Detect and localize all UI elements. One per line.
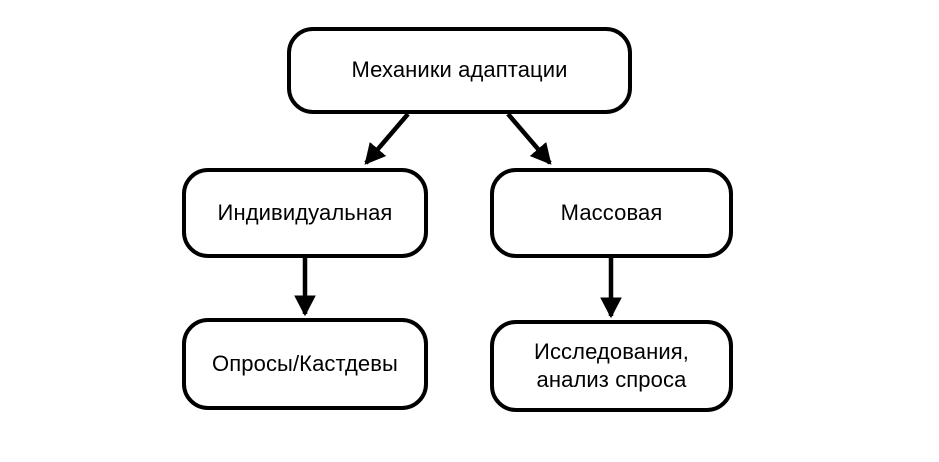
- edge-root-to-individual: [364, 112, 410, 165]
- edge-root-to-mass: [506, 112, 552, 165]
- diagram-node-mass[interactable]: Массовая: [490, 168, 733, 258]
- diagram-node-individual[interactable]: Индивидуальная: [182, 168, 428, 258]
- diagram-node-surveys[interactable]: Опросы/Кастдевы: [182, 318, 428, 410]
- diagram-node-root[interactable]: Механики адаптации: [287, 27, 632, 114]
- diagram-node-research[interactable]: Исследования, анализ спроса: [490, 320, 733, 412]
